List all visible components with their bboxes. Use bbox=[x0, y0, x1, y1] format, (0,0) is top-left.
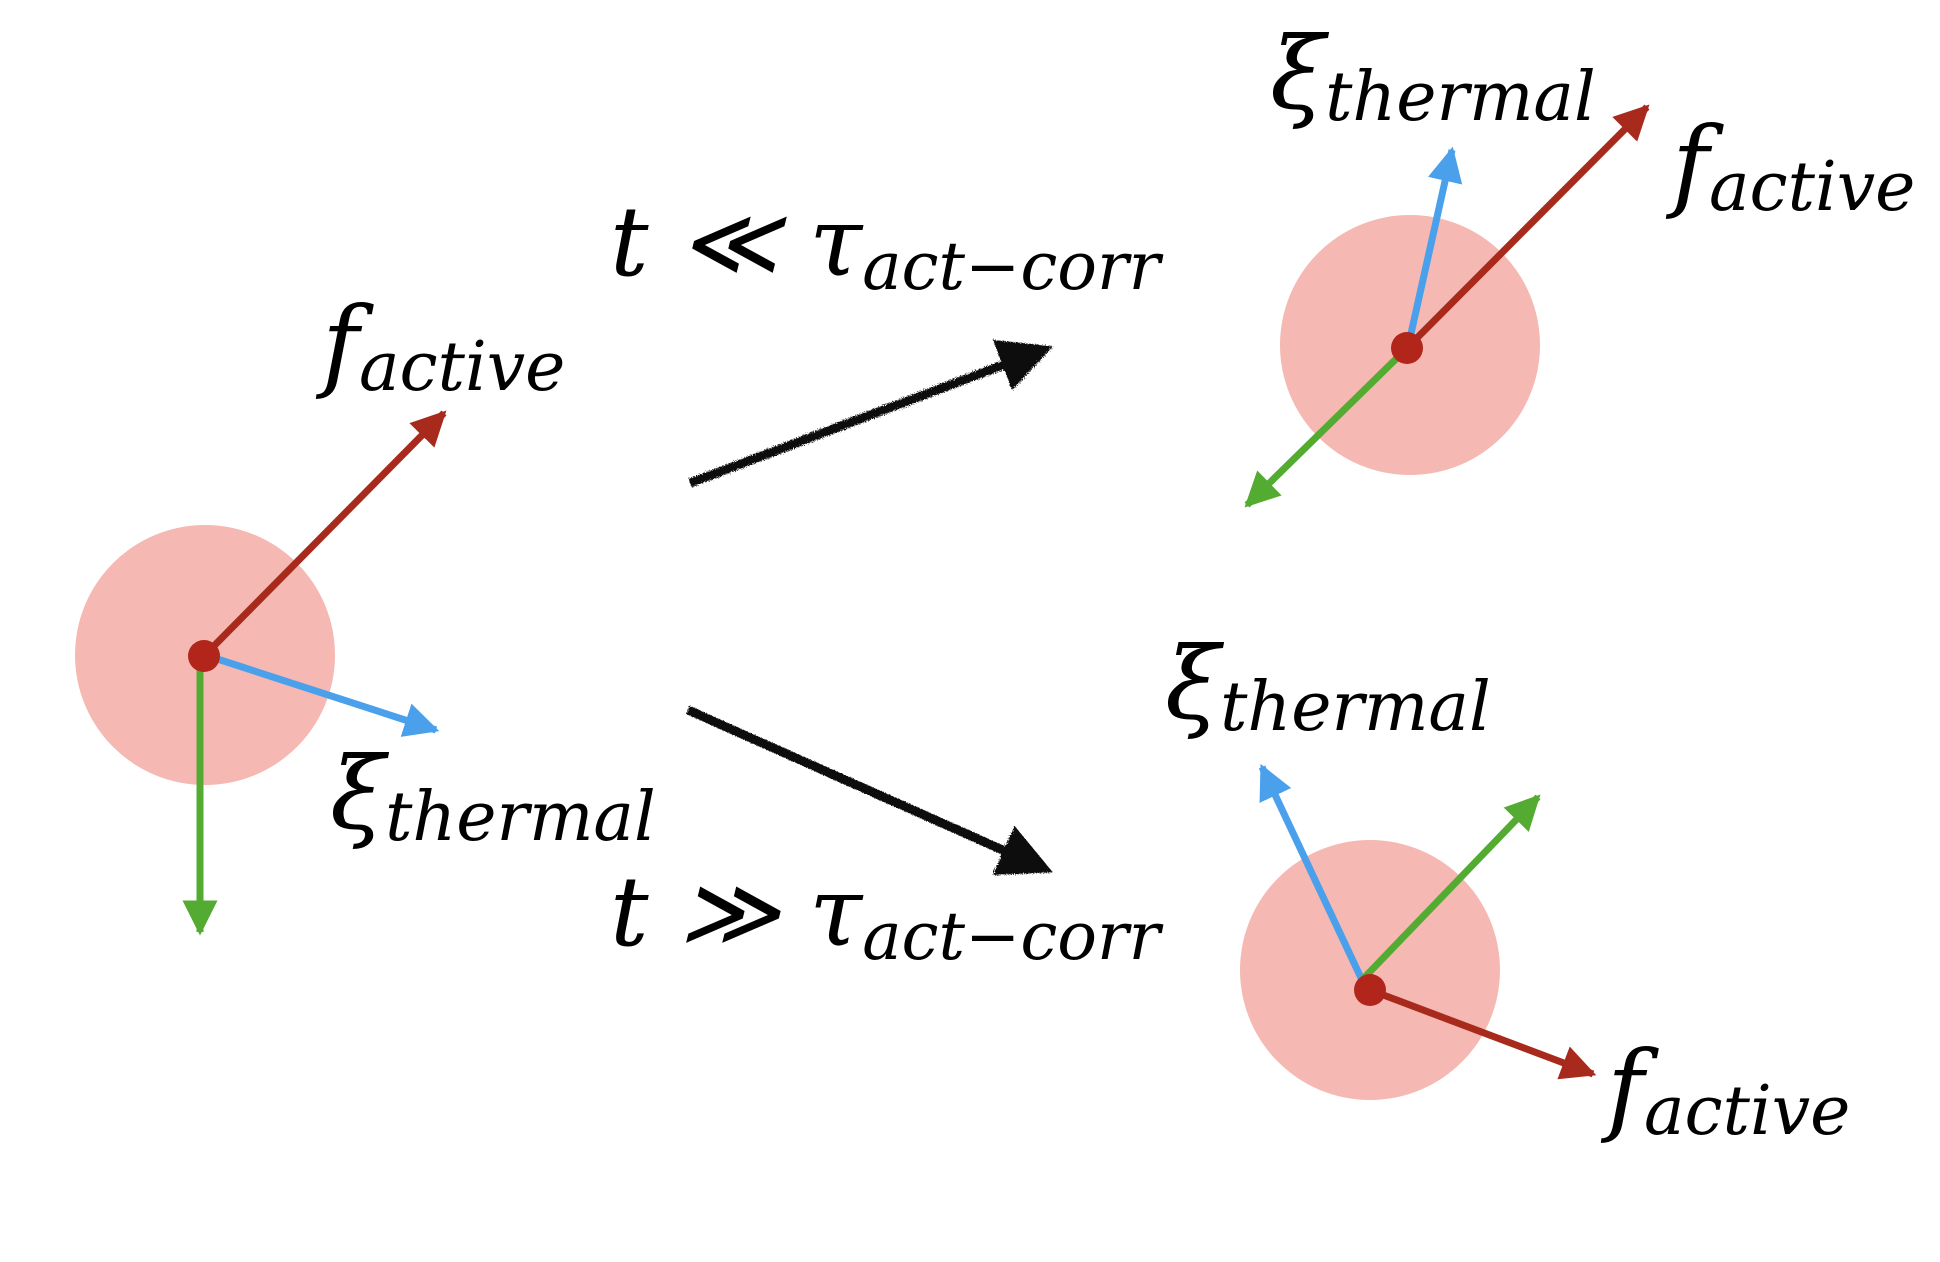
initial-particle-group: factive ξthermal bbox=[75, 285, 656, 936]
long-time-condition: t≫τact−corr bbox=[610, 856, 1164, 975]
short-time-particle-group: ξthermal factive bbox=[1244, 15, 1915, 508]
long-time-resultant-arrow bbox=[1359, 794, 1541, 983]
long-time-active-force-arrow bbox=[1368, 986, 1597, 1080]
initial-xi-thermal-label: ξthermal bbox=[330, 735, 656, 857]
long-time-particle-group: ξthermal factive bbox=[1165, 625, 1850, 1151]
short-time-f-active-label: factive bbox=[1665, 105, 1915, 227]
short-time-condition: t≪τact−corr bbox=[610, 186, 1164, 305]
long-time-particle-center bbox=[1354, 974, 1386, 1006]
initial-f-active-label: factive bbox=[315, 285, 565, 407]
long-time-transition-arrow bbox=[686, 705, 1053, 876]
short-time-xi-thermal-label: ξthermal bbox=[1270, 15, 1596, 137]
initial-thermal-noise-arrow bbox=[203, 651, 440, 737]
short-time-particle-center bbox=[1391, 332, 1423, 364]
short-time-active-force-arrow bbox=[1405, 104, 1650, 350]
long-time-xi-thermal-label: ξthermal bbox=[1165, 625, 1491, 747]
initial-particle-center bbox=[188, 640, 220, 672]
short-time-thermal-noise-arrow bbox=[1404, 146, 1463, 348]
short-time-resultant-arrow bbox=[1244, 352, 1403, 508]
long-time-f-active-label: factive bbox=[1600, 1029, 1850, 1151]
initial-active-force-arrow bbox=[202, 410, 447, 658]
short-time-transition-arrow bbox=[688, 339, 1054, 488]
long-time-thermal-noise-arrow bbox=[1258, 763, 1366, 982]
transition-arrows bbox=[686, 339, 1054, 876]
